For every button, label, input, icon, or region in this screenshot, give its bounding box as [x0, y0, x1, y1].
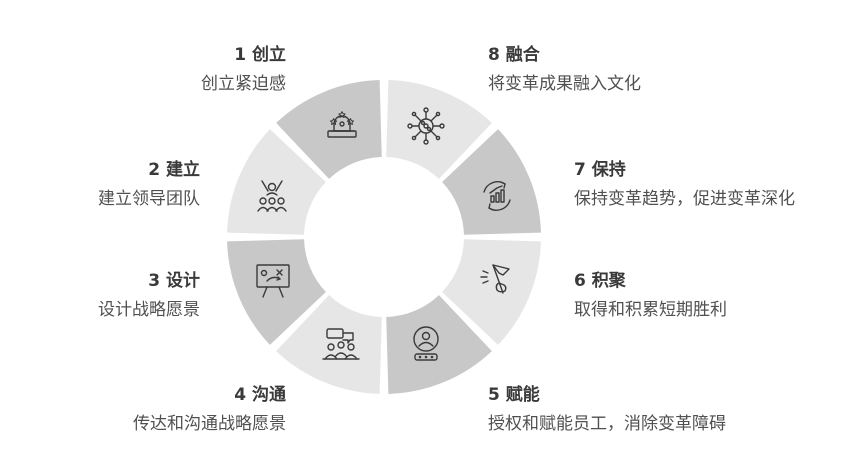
step-3-title: 3 设计 — [148, 271, 200, 291]
step-5-label: 5 赋能 授权和赋能员工，消除变革障碍 — [488, 383, 788, 437]
step-7-desc: 保持变革趋势，促进变革深化 — [574, 189, 795, 209]
step-2-label: 2 建立 建立领导团队 — [0, 158, 200, 212]
alarm-light-icon — [327, 111, 357, 138]
step-6-desc: 取得和积累短期胜利 — [574, 300, 727, 320]
ring-segment-3 — [227, 239, 326, 345]
team-icon — [257, 180, 287, 212]
step-1-label: 1 创立 创立紧迫感 — [0, 43, 286, 97]
step-2-title: 2 建立 — [148, 160, 200, 180]
communication-icon — [322, 328, 360, 360]
step-7-title: 7 保持 — [574, 160, 626, 180]
step-7-label: 7 保持 保持变革趋势，促进变革深化 — [574, 158, 864, 212]
strategy-board-icon — [256, 264, 290, 298]
step-8-label: 8 融合 将变革成果融入文化 — [488, 43, 788, 97]
empowerment-icon — [413, 326, 439, 361]
step-8-title: 8 融合 — [488, 45, 540, 65]
ring-segment-6 — [442, 239, 541, 345]
step-6-label: 6 积聚 取得和积累短期胜利 — [574, 269, 864, 323]
victory-flag-icon — [480, 264, 510, 294]
step-3-desc: 设计战略愿景 — [98, 300, 200, 320]
ring-segment-8 — [386, 80, 492, 179]
step-6-title: 6 积聚 — [574, 271, 626, 291]
step-5-title: 5 赋能 — [488, 385, 540, 405]
ring-segment-1 — [276, 80, 382, 179]
step-1-title: 1 创立 — [234, 45, 286, 65]
step-8-desc: 将变革成果融入文化 — [488, 74, 641, 94]
step-4-title: 4 沟通 — [234, 385, 286, 405]
ring-segment-2 — [227, 129, 326, 235]
step-2-desc: 建立领导团队 — [98, 189, 200, 209]
step-4-label: 4 沟通 传达和沟通战略愿景 — [0, 383, 286, 437]
step-5-desc: 授权和赋能员工，消除变革障碍 — [488, 414, 726, 434]
network-icon — [407, 107, 445, 145]
ring-segment-7 — [442, 129, 541, 235]
step-3-label: 3 设计 设计战略愿景 — [0, 269, 200, 323]
growth-cycle-icon — [483, 181, 511, 211]
step-1-desc: 创立紧迫感 — [201, 74, 286, 94]
ring-segment-5 — [386, 295, 492, 394]
step-4-desc: 传达和沟通战略愿景 — [133, 414, 286, 434]
